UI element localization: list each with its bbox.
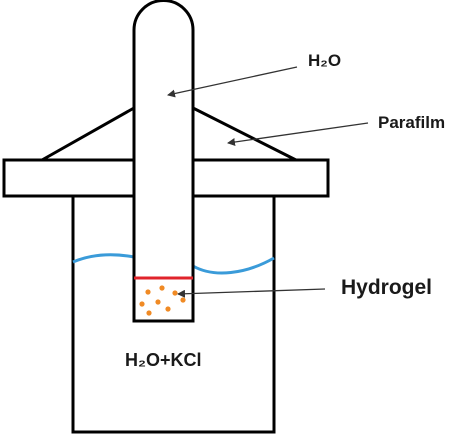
label-tube-content: H₂O [308, 51, 341, 70]
parafilm-cone [41, 106, 297, 162]
hydrogel-dots [139, 285, 186, 316]
water-surface-right [192, 256, 275, 275]
arrow-parafilm [227, 122, 369, 146]
arrow-h2o [167, 66, 298, 98]
water-surface-left [72, 253, 135, 264]
inner-tube [132, 0, 195, 323]
hydrogel-dot [145, 289, 151, 295]
hydrogel-dot [146, 310, 152, 316]
hydrogel-dot [159, 285, 165, 291]
label-hydrogel: Hydrogel [341, 276, 432, 299]
hydrogel-dot [165, 306, 171, 312]
hydrogel-dot [172, 290, 178, 296]
hydrogel-dot [139, 301, 145, 307]
arrow-hydrogel [177, 288, 326, 298]
label-beaker-content: H₂O+KCl [125, 350, 202, 370]
hydrogel-dot [180, 297, 186, 303]
label-parafilm: Parafilm [378, 113, 445, 132]
beaker-outline [71, 196, 276, 434]
hydrogel-dot [155, 299, 161, 305]
